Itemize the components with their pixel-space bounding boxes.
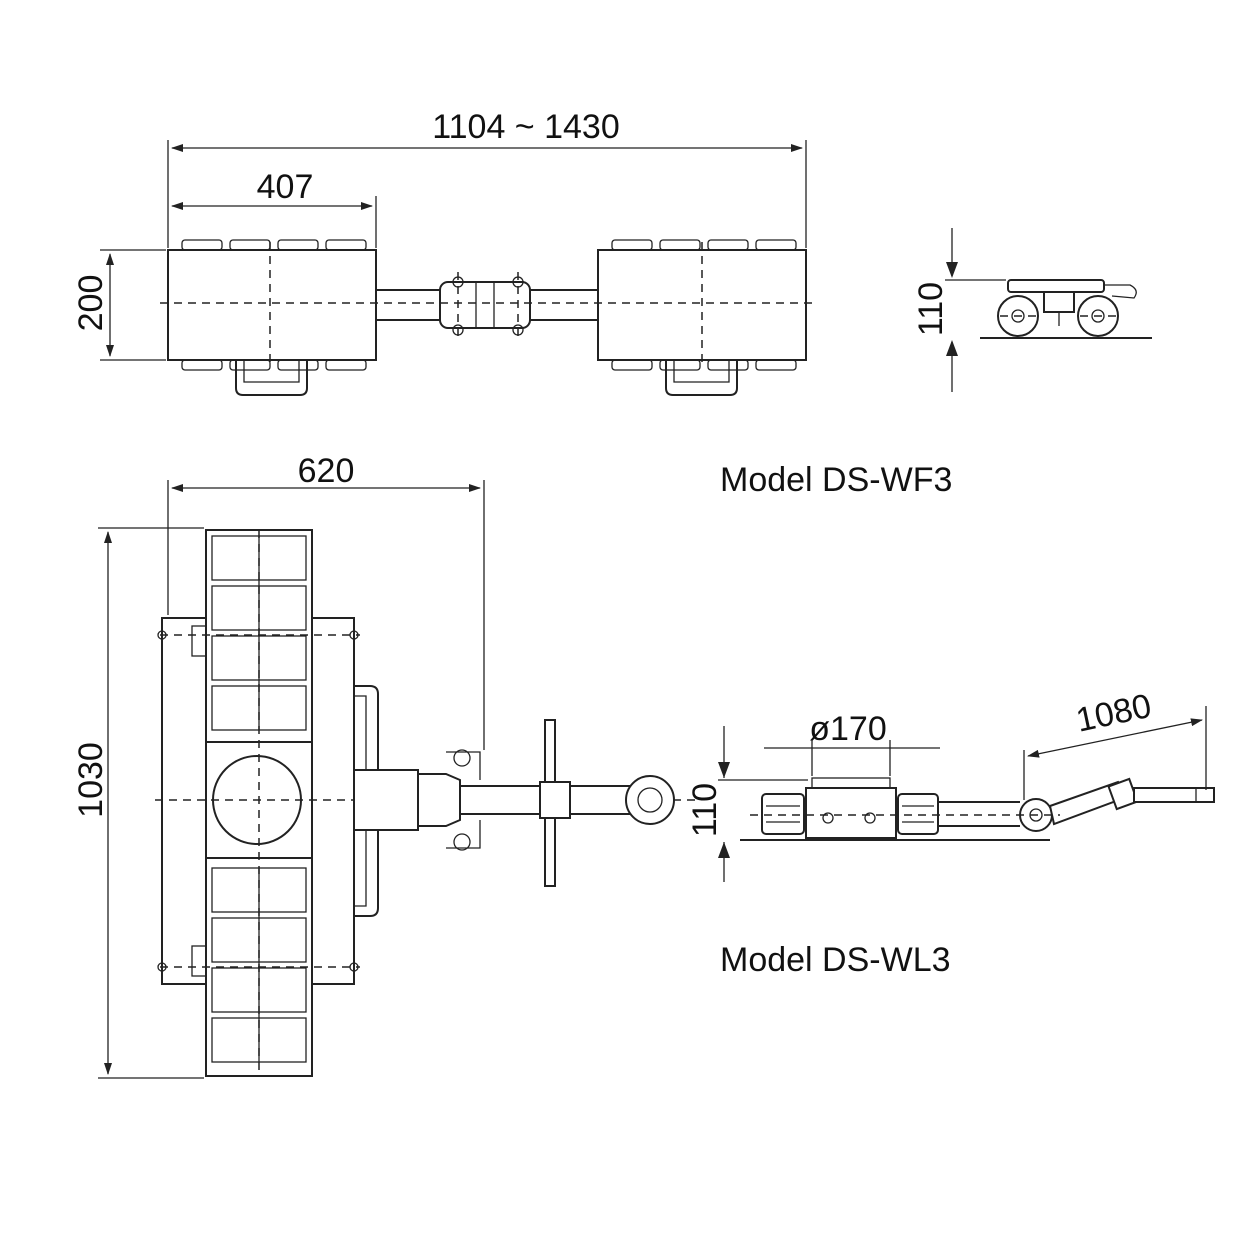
wf3-dimensions: 1104 ~ 1430 407 200 (72, 108, 807, 361)
wf3-left-handle (235, 360, 308, 396)
wf3-left-rollers-top (181, 239, 367, 251)
dim-side-height-bottom: 110 (686, 783, 724, 837)
wl3-tow-bar (353, 769, 419, 831)
wl3-top-view (155, 529, 700, 1077)
dim-side-height-top: 110 (912, 282, 950, 336)
dim-bottom-height: 1030 (72, 742, 110, 818)
wl3-dimensions: 620 1030 (72, 452, 485, 1079)
dim-top-length: 1104 ~ 1430 (432, 108, 620, 146)
model-label-wl3: Model DS-WL3 (720, 941, 951, 979)
wl3-tow-eye (625, 775, 675, 825)
dim-diameter: ø170 (809, 710, 887, 748)
wf3-right-rollers-top (611, 239, 797, 251)
dim-top-width: 407 (257, 168, 314, 206)
wf3-right-handle (665, 360, 738, 396)
dim-bottom-width: 620 (298, 452, 355, 490)
wf3-side-view: 110 (912, 228, 1152, 392)
wf3-top-view (160, 239, 815, 396)
dim-top-height: 200 (72, 275, 110, 332)
model-label-wf3: Model DS-WF3 (720, 461, 952, 499)
wl3-side-view (740, 777, 1215, 841)
wf3-left-rollers-bottom (181, 359, 367, 371)
wl3-side-dimensions: ø170 110 1080 (686, 687, 1207, 882)
wf3-right-rollers-bottom (611, 359, 797, 371)
